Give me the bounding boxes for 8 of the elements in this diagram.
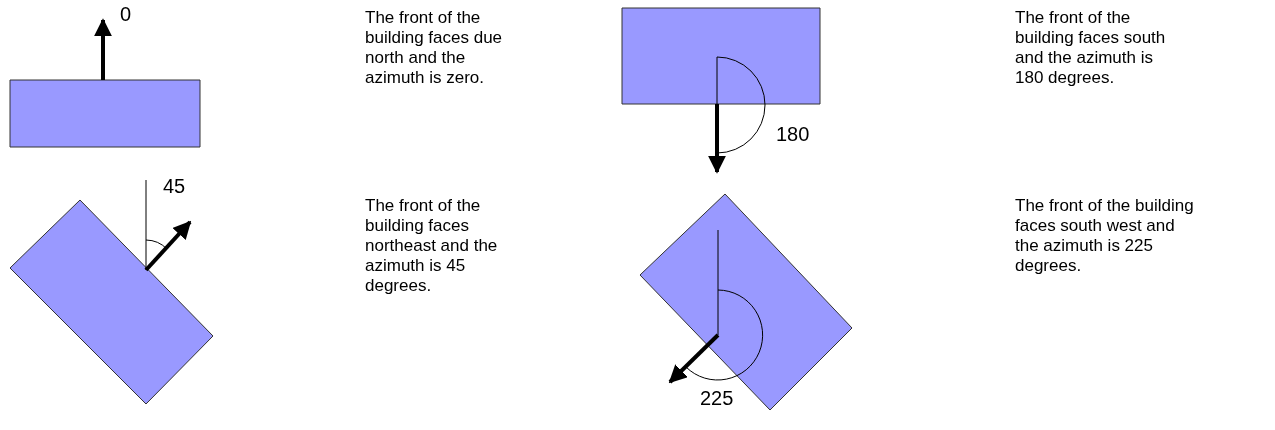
description-text: The front of the building faces south and the azimuth is 180 degrees. bbox=[1015, 8, 1167, 88]
description-text: The front of the building faces northeast and the azimuth is 45 degrees. bbox=[365, 196, 499, 296]
description-text: The front of the building faces due north and the azimuth is zero. bbox=[365, 8, 504, 88]
angle-label: 225 bbox=[700, 388, 735, 408]
angle-label: 45 bbox=[163, 176, 187, 196]
description-text: The front of the building faces south west and the azimuth is 225 degrees. bbox=[1015, 196, 1195, 276]
angle-label: 180 bbox=[776, 124, 811, 144]
angle-label: 0 bbox=[120, 4, 133, 24]
